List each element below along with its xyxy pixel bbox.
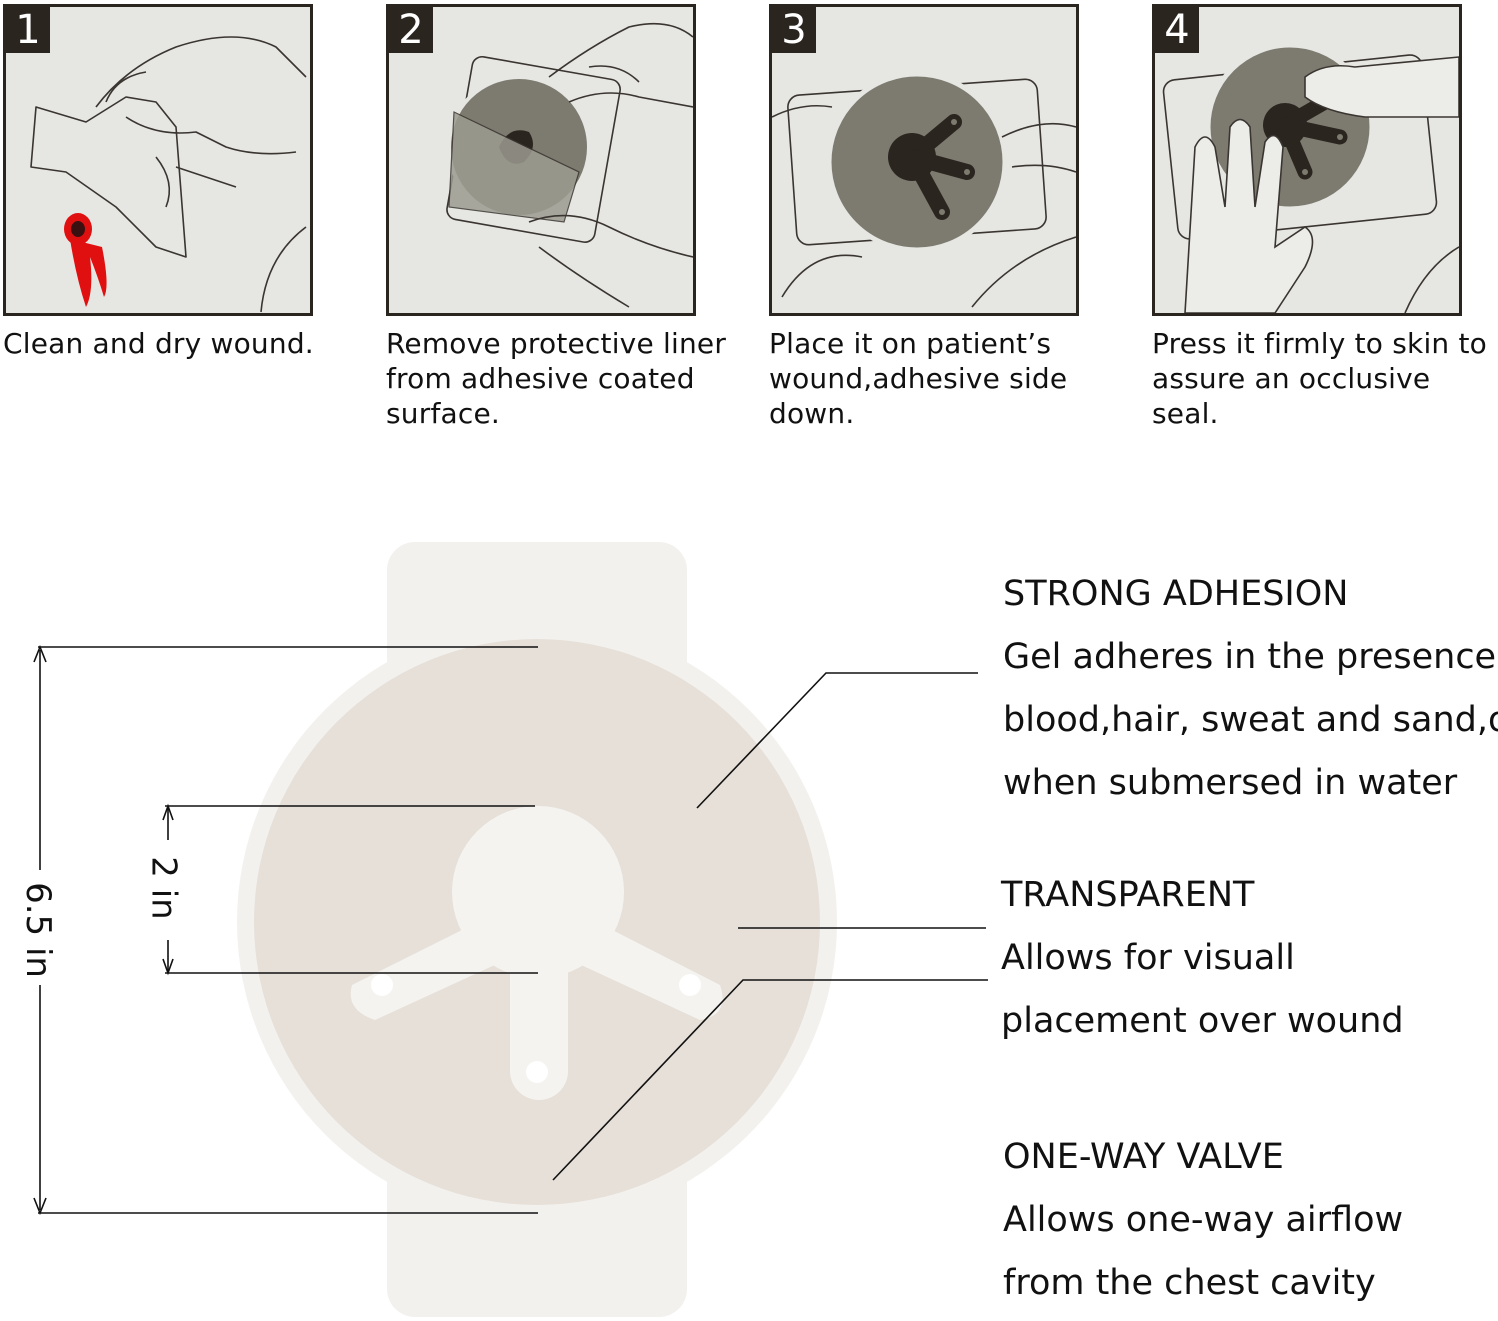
feature-adhesion-title: STRONG ADHESION: [1003, 574, 1349, 614]
step-4-panel: 4: [1152, 4, 1462, 316]
valve-hole-left: [371, 974, 393, 996]
inner-dimension-lines: [162, 803, 538, 976]
feature-adhesion-line: Gel adheres in the presence of: [1003, 637, 1498, 677]
feature-transparent-line: placement over wound: [1001, 1001, 1404, 1041]
step-2-panel: 2: [386, 4, 696, 316]
feature-valve-line: Allows one-way airflow: [1003, 1200, 1404, 1240]
step-2-caption: Remove protective liner from adhesive co…: [386, 327, 727, 430]
step-1-number: 1: [6, 7, 50, 53]
peeling-liner-illustration: [446, 22, 693, 308]
feature-transparent-title: TRANSPARENT: [1001, 875, 1255, 915]
chest-seal-diagram: [33, 542, 988, 1317]
outer-dimension-lines: [33, 644, 538, 1216]
step-3-panel: 3: [769, 4, 1079, 316]
step-2-number: 2: [389, 7, 433, 53]
blood-drop-icon: [64, 213, 107, 307]
feature-adhesion-line: when submersed in water: [1003, 763, 1458, 803]
valve-hole-right: [679, 974, 701, 996]
feature-leader-lines: [552, 672, 988, 1181]
step-3-caption: Place it on patient’s wound,adhesive sid…: [769, 327, 1068, 430]
feature-transparent-line: Allows for visuall: [1001, 938, 1295, 978]
feature-valve-title: ONE-WAY VALVE: [1003, 1137, 1284, 1177]
pressing-seal-illustration: [1162, 42, 1459, 313]
step-3-number: 3: [772, 7, 816, 53]
outer-dimension-label: 6.5 in: [17, 882, 58, 978]
placing-seal-illustration: [772, 71, 1076, 308]
step-1-caption: Clean and dry wound.: [3, 327, 314, 360]
feature-adhesion-line: blood,hair, sweat and sand,or: [1003, 700, 1498, 740]
valve-cutout: [350, 806, 723, 1100]
step-1-panel: 1: [3, 4, 313, 316]
step-4-number: 4: [1155, 7, 1199, 53]
inner-dimension-label: 2 in: [143, 856, 184, 920]
step-4-caption: Press it firmly to skin to assure an occ…: [1152, 327, 1487, 430]
hand-cleaning-wound-illustration: [30, 36, 307, 313]
valve-hole-bottom: [526, 1061, 548, 1083]
feature-valve-line: from the chest cavity: [1003, 1263, 1376, 1303]
